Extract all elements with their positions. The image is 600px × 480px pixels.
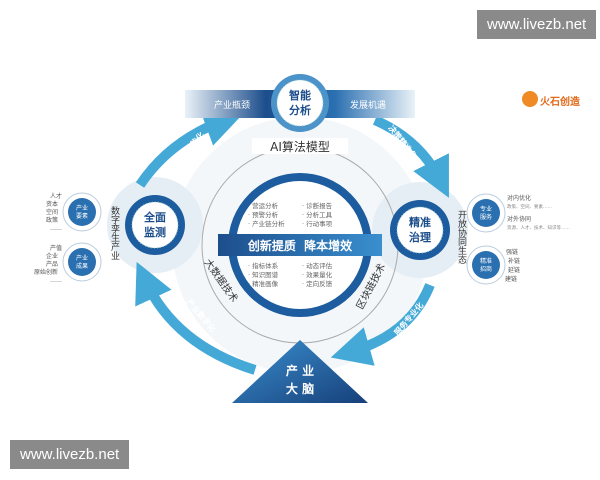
text-label: · 精准画像 [248,279,279,288]
text-label: 治理 [409,230,431,244]
watermark-top: www.livezb.net [477,10,597,39]
text-label: · 知识图谱 [248,270,279,279]
text-label: 服务 [480,213,492,221]
text-label: 强链 [506,248,518,256]
arrow-digital [135,261,257,375]
text-label: 人才 [50,192,62,200]
text-label: 原始创新 [34,268,58,276]
text-label: 资源、人才、技术、知识等…… [507,224,570,231]
text-label: · 行动事项 [302,219,333,228]
text-label: 精准 [480,257,492,265]
text-label: 企业 [46,252,58,260]
text-label: 专业 [480,205,492,213]
text-label: · 指标体系 [248,261,279,270]
text-label: · 预警分析 [248,210,279,219]
core-headline: 创新提质 降本增效 [247,238,353,253]
text-label: · 产业链分析 [248,219,285,228]
core-band [218,234,382,256]
arrow-decision [372,115,449,198]
text-label: 产业 [76,254,88,262]
text-label: 要素 [76,212,88,220]
text-label: · 诊断报告 [302,201,333,210]
text-label: · 营运分析 [248,201,279,210]
text-label: 产业 [76,204,88,212]
industry-brain-triangle [232,340,368,403]
banner-right: 发展机遇 [350,99,386,111]
left-vertical-label: 数字孪生产业 [109,205,120,260]
node-title: 分析 [289,103,311,117]
logo-icon [522,91,538,107]
text-label: 产 业 [286,363,314,378]
cycle-arrows [135,108,449,375]
text-label: …… [50,225,62,232]
text-label: 大 脑 [286,381,314,396]
text-label: …… [50,277,62,284]
text-label: · 定向反馈 [302,279,333,288]
text-label: 政策、空间、要素…… [507,203,552,210]
text-label: 精准 [409,215,431,229]
ring-label-top: AI算法模型 [270,139,330,154]
text-label: 建链 [505,275,517,283]
text-label: 成果 [76,262,88,270]
arrow-analysis [135,108,244,188]
text-label: 对内优化 [507,194,531,202]
text-label: 招商 [480,265,492,273]
text-label: 延链 [508,266,520,274]
text-label: · 分析工具 [302,210,333,219]
text-label: 监测 [144,225,166,239]
right-vertical-label: 开放协同生态 [456,210,467,264]
text-label: · 动态评估 [302,261,333,270]
text-label: 全面 [143,210,166,224]
text-label: 对外协同 [507,215,531,223]
text-label: 产品 [46,260,58,268]
arrow-service [330,283,435,366]
text-label: 空间 [46,208,58,216]
node-title: 智能 [289,88,311,102]
text-label: 补链 [508,257,520,265]
banner-left: 产业瓶颈 [214,99,250,111]
text-label: 政策 [46,216,58,224]
text-label: 产值 [50,244,62,252]
watermark-bottom: www.livezb.net [10,440,130,469]
text-label: · 效果量化 [302,270,333,279]
logo: 火石创造 [540,97,580,108]
text-label: 资本 [46,200,58,208]
